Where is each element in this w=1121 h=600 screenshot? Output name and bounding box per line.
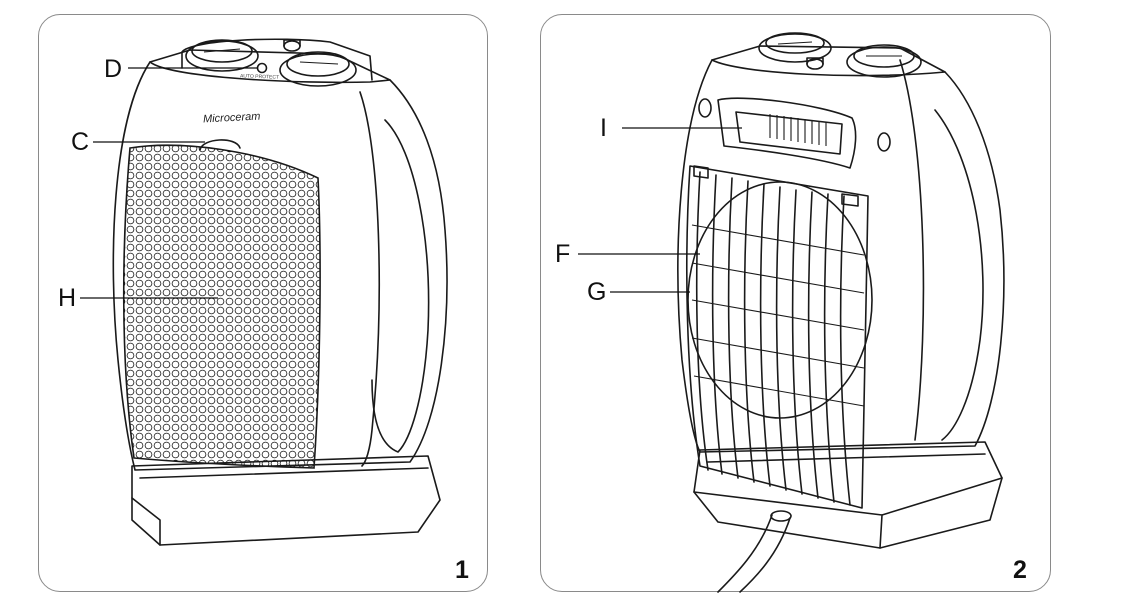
callout-c: C: [71, 128, 90, 156]
filter-clip: [693, 165, 709, 179]
mode-knob: [279, 51, 357, 87]
screw: [698, 98, 712, 118]
figure-1-number: 1: [455, 556, 469, 584]
heater-rear-view: [677, 32, 1005, 593]
front-grille: [122, 144, 321, 469]
callout-i: I: [600, 114, 607, 142]
mode-knob: [846, 44, 922, 78]
power-cord: [717, 514, 791, 593]
callout-h: H: [58, 284, 77, 312]
fan: [687, 181, 873, 419]
body-shell: [112, 49, 448, 471]
callout-d: D: [104, 55, 123, 83]
thermostat-knob: [185, 39, 259, 72]
air-filter-frame: [686, 165, 869, 509]
heater-front-view: [112, 38, 448, 546]
filter-clip: [841, 193, 859, 207]
figure-2-number: 2: [1013, 556, 1027, 584]
rear-grille-louvers: [695, 171, 851, 506]
body-shell: [677, 45, 1005, 453]
carry-handle: [717, 97, 857, 169]
indicator-light: [256, 62, 268, 74]
oscillation-button: [283, 39, 301, 52]
base: [693, 441, 1003, 549]
callout-g: G: [587, 278, 607, 306]
figure-2-frame: [540, 14, 1051, 592]
screw: [877, 132, 891, 152]
thermostat-knob: [758, 32, 832, 63]
callout-f: F: [555, 240, 571, 268]
base: [131, 455, 441, 546]
oscillation-button: [806, 57, 824, 70]
